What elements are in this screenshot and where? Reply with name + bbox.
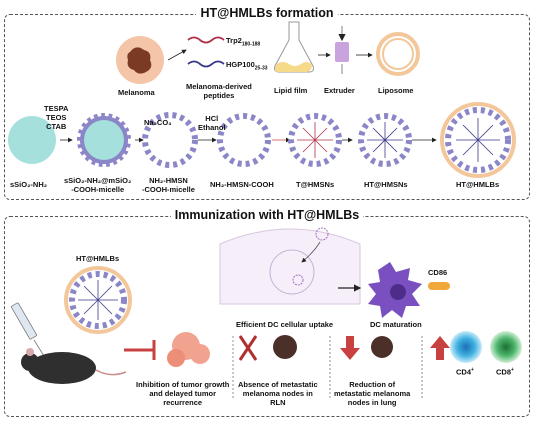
extruder-label: Extruder xyxy=(324,86,355,95)
liposome-icon xyxy=(376,32,420,76)
peptide-icon xyxy=(167,36,225,68)
dc-uptake-diagram xyxy=(219,227,361,305)
step-7-label: HT@HMLBs xyxy=(456,180,500,189)
cd4-label: CD4+ xyxy=(456,367,474,377)
cd8-label: CD8+ xyxy=(496,367,514,377)
step-2-label: sSiO₂-NH₂@mSiO₂-COOH-micelle xyxy=(64,176,132,194)
step-1-label: sSiO₂-NH₂ xyxy=(10,180,48,189)
maturation-label: DC maturation xyxy=(370,320,422,329)
immunization-title: Immunization with HT@HMLBs xyxy=(0,208,534,222)
absence-icon xyxy=(238,335,297,361)
uptake-label: Efficient DC cellular uptake xyxy=(236,320,334,329)
ht-hmsn-particle xyxy=(358,113,412,167)
reagent-2: Na₂CO₃ xyxy=(144,118,172,127)
hmsn-particle xyxy=(217,113,271,167)
dc-maturation-cell xyxy=(368,262,450,318)
melanoma-label: Melanoma xyxy=(118,88,155,97)
liposome-label: Liposome xyxy=(378,86,414,95)
hgp100-label: HGP10025-33 xyxy=(226,60,268,72)
core-shell-particle xyxy=(74,110,134,170)
syringe-icon xyxy=(11,302,45,357)
ht-hmlb-particle xyxy=(440,102,516,178)
step-6-label: HT@HMSNs xyxy=(364,180,408,189)
mouse-icon xyxy=(21,348,127,384)
trp2-label: Trp2180-188 xyxy=(226,36,261,48)
cd86-label: CD86 xyxy=(428,268,448,277)
ht-hmlbs-label: HT@HMLBs xyxy=(76,254,120,263)
sSiO2-particle xyxy=(8,116,56,164)
step-3-label: NH₂-HMSN-COOH-micelle xyxy=(142,176,195,194)
formation-title: HT@HMLBs formation xyxy=(0,6,534,20)
lipid-film-label: Lipid film xyxy=(274,86,308,95)
hollow-micelle-particle xyxy=(142,112,198,168)
t-cell-increase-icon xyxy=(430,331,522,363)
reduction-icon xyxy=(340,336,393,360)
step-5-label: T@HMSNs xyxy=(296,180,335,189)
extruder-icon xyxy=(335,26,349,74)
melanoma-icon xyxy=(116,36,164,84)
flask-icon xyxy=(274,21,314,73)
tumor-inhibition-icon xyxy=(124,332,210,367)
step-4-label: NH₂-HMSN-COOH xyxy=(210,180,274,189)
ht-hmlb-particle-large xyxy=(64,266,132,334)
t-hmsn-particle xyxy=(288,113,342,167)
